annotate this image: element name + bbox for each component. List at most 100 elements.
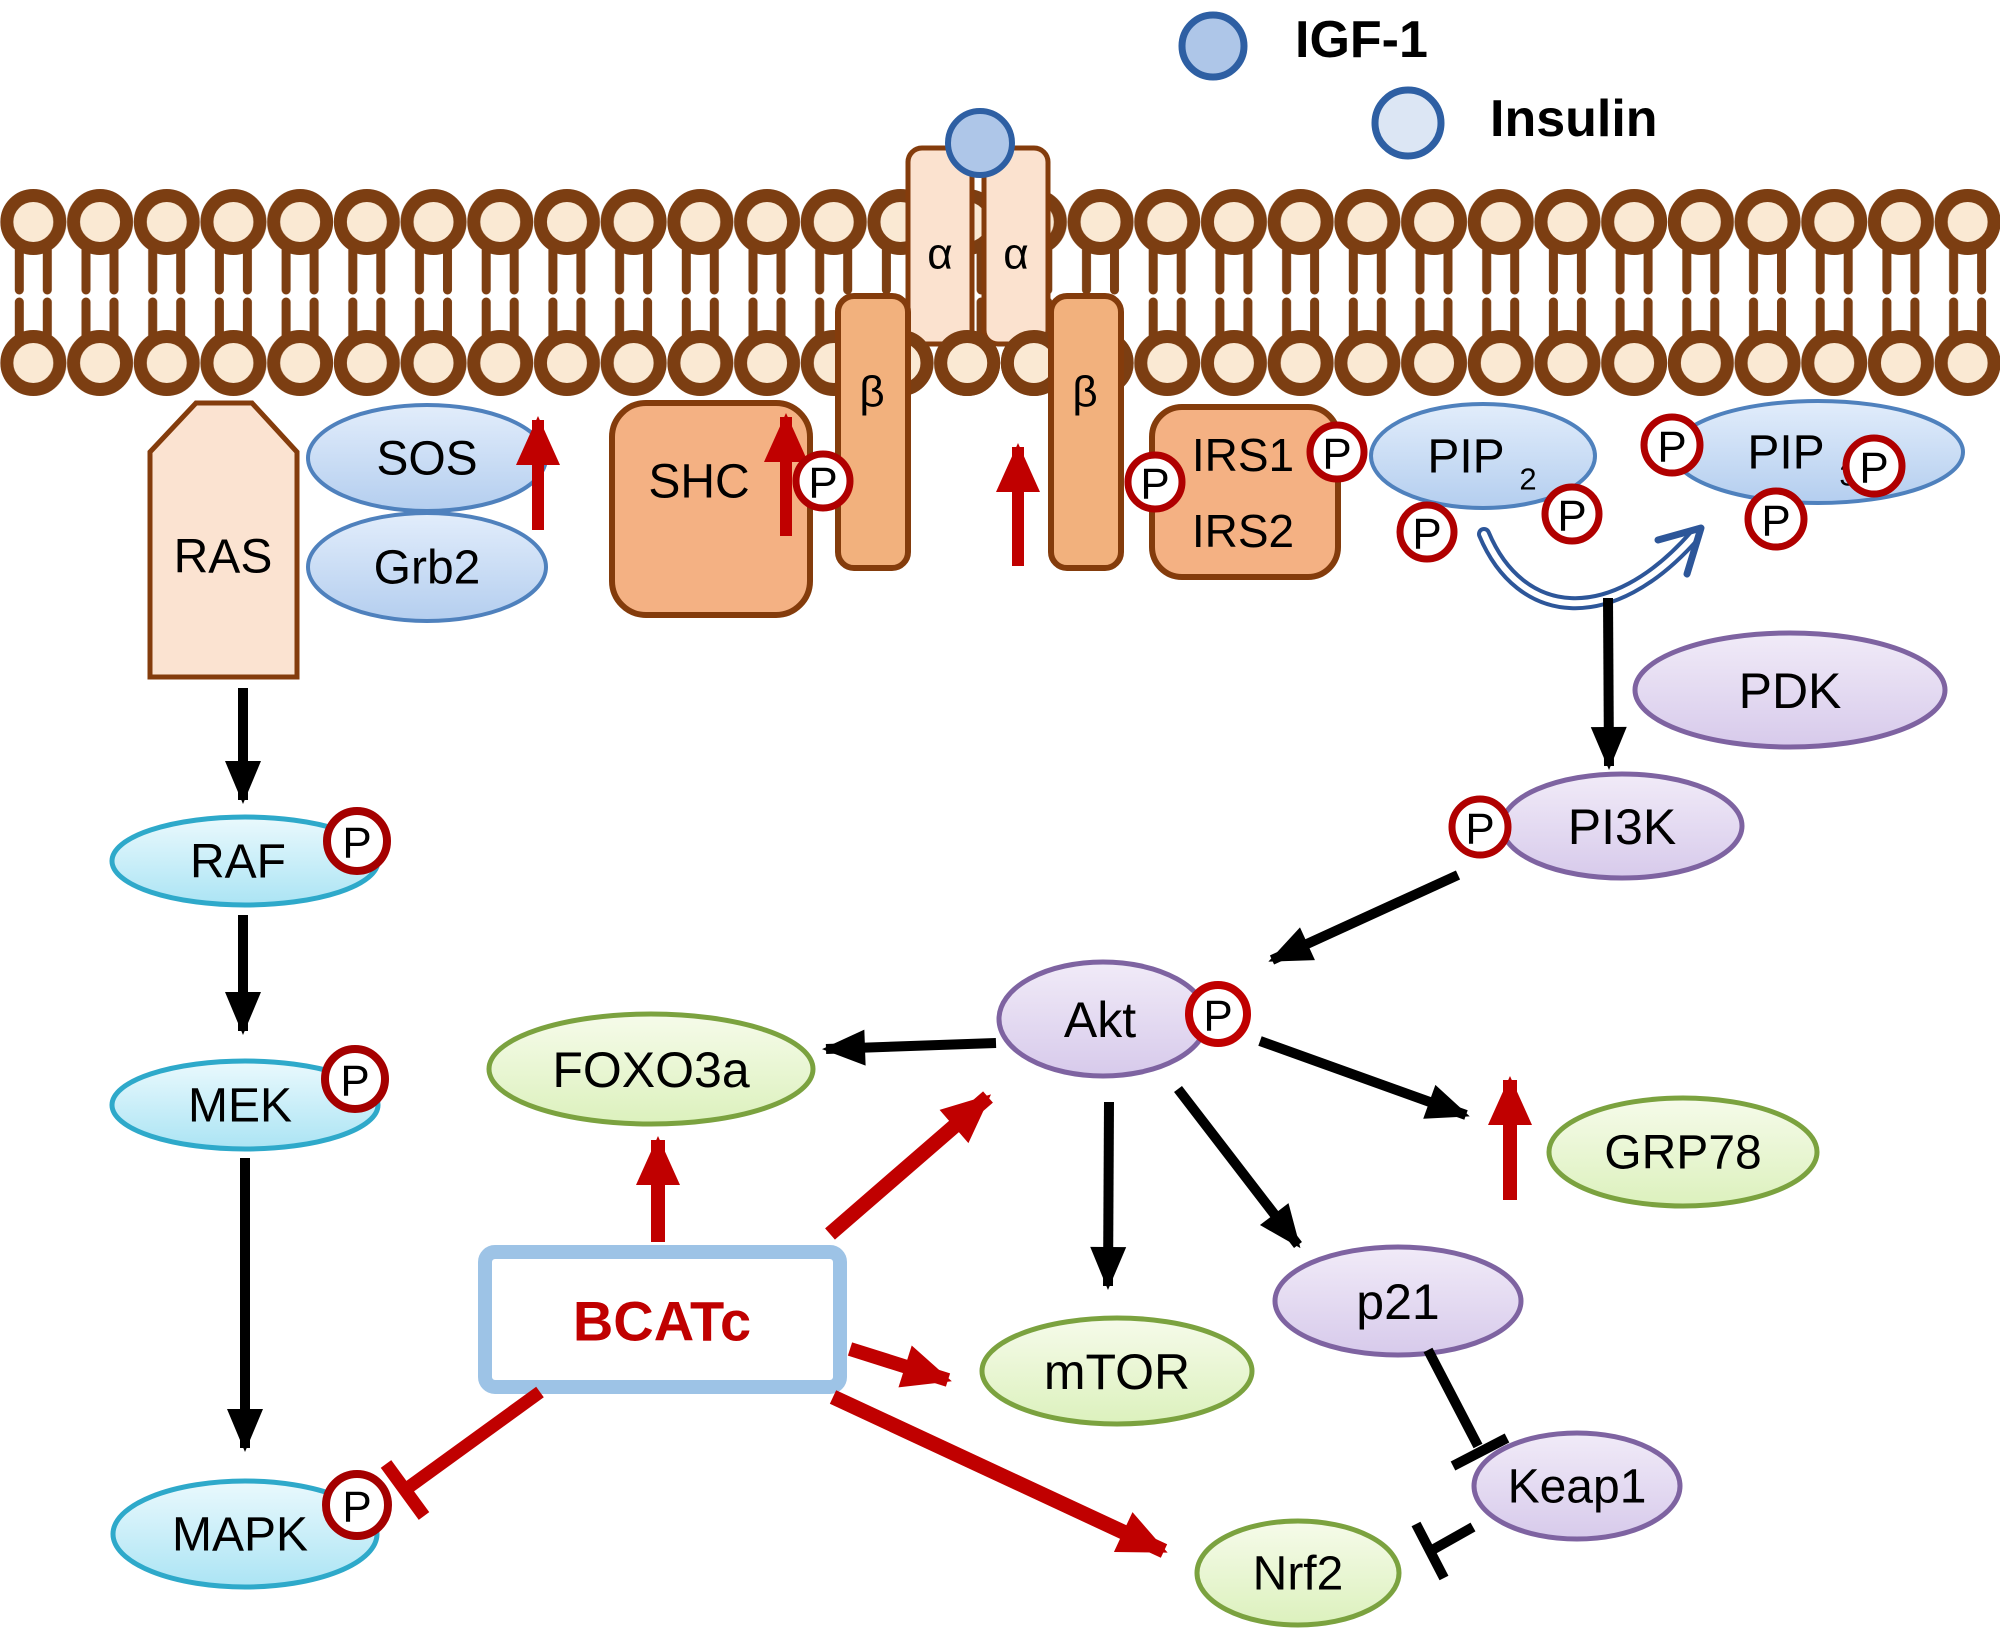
phospho-label: P bbox=[808, 459, 837, 508]
phospho-label: P bbox=[1657, 423, 1686, 472]
phospho-badge-shc: P bbox=[792, 450, 854, 512]
node-pip2: PIP 2 bbox=[1369, 402, 1597, 510]
inhibition-bcatc-mapk bbox=[380, 1386, 544, 1520]
node-pip3: PIP 3 bbox=[1671, 399, 1965, 505]
p21-shape bbox=[1272, 1244, 1524, 1358]
receptor-beta-right bbox=[1048, 293, 1124, 571]
phospho-badge-pi3k: P bbox=[1448, 795, 1512, 859]
node-mtor: mTOR bbox=[979, 1315, 1255, 1427]
sos-label: SOS bbox=[376, 433, 477, 486]
phospho-badge-raf: P bbox=[323, 807, 391, 875]
alpha-left-label: α bbox=[927, 230, 952, 279]
arrow-bcatc-mtor bbox=[847, 1342, 952, 1388]
node-akt: Akt bbox=[996, 959, 1210, 1079]
node-p21: p21 bbox=[1272, 1244, 1524, 1358]
node-raf: RAF bbox=[109, 814, 381, 908]
grb2-label: Grb2 bbox=[374, 542, 481, 595]
node-mek: MEK bbox=[109, 1058, 381, 1152]
node-keap1: Keap1 bbox=[1471, 1430, 1683, 1542]
node-bcatc: BCATc bbox=[478, 1245, 847, 1394]
ras-label: RAS bbox=[174, 531, 273, 584]
arrow-akt-foxo3a bbox=[822, 1029, 997, 1066]
arrow-pip3-pi3k bbox=[1590, 597, 1627, 770]
raf-label: RAF bbox=[190, 836, 286, 889]
phospho-badge-irs-left: P bbox=[1124, 451, 1186, 513]
phospho-label: P bbox=[1557, 492, 1586, 541]
irs2-label: IRS2 bbox=[1192, 505, 1294, 557]
node-foxo3a: FOXO3a bbox=[486, 1011, 816, 1127]
keap1-label: Keap1 bbox=[1508, 1461, 1647, 1514]
alpha-right-label: α bbox=[1003, 230, 1028, 279]
phospho-badge-pip3-left: P bbox=[1640, 413, 1704, 477]
grb2-shape bbox=[306, 511, 548, 623]
node-ras: RAS bbox=[147, 400, 300, 680]
phospho-badge-akt: P bbox=[1185, 981, 1251, 1047]
inhibition-p21-keap1 bbox=[1423, 1347, 1510, 1471]
arrow-bcatc-akt bbox=[825, 1091, 993, 1240]
bound-ligand-icon bbox=[945, 108, 1015, 178]
node-grb2: Grb2 bbox=[306, 511, 548, 623]
node-sos: SOS bbox=[306, 403, 548, 513]
foxo3a-shape bbox=[486, 1011, 816, 1127]
black-arrows bbox=[225, 597, 1627, 1581]
akt-label: Akt bbox=[1064, 992, 1136, 1048]
grp78-label: GRP78 bbox=[1604, 1127, 1761, 1180]
nrf2-label: Nrf2 bbox=[1253, 1548, 1344, 1601]
shc-shape bbox=[609, 400, 813, 618]
phospho-label: P bbox=[1203, 992, 1232, 1041]
phospho-label: P bbox=[342, 819, 371, 868]
arrow-pi3k-akt bbox=[1268, 870, 1461, 965]
ras-shape bbox=[147, 400, 300, 680]
phospho-label: P bbox=[1322, 430, 1351, 479]
phospho-badge-mapk: P bbox=[322, 1470, 392, 1540]
receptor-complex: α α β β bbox=[835, 108, 1134, 571]
curved-arrowhead-icon bbox=[1654, 524, 1705, 578]
beta-right-label: β bbox=[1072, 368, 1097, 417]
inhibition-keap1-nrf2 bbox=[1411, 1521, 1476, 1581]
arrow-akt-grp78 bbox=[1258, 1036, 1470, 1120]
phospho-label: P bbox=[1412, 510, 1441, 559]
grp78-shape bbox=[1546, 1095, 1820, 1209]
pdk-shape bbox=[1632, 630, 1948, 750]
mtor-label: mTOR bbox=[1044, 1344, 1190, 1400]
keap1-shape bbox=[1471, 1430, 1683, 1542]
phospho-label: P bbox=[1140, 460, 1169, 509]
nrf2-shape bbox=[1194, 1518, 1402, 1628]
pip2-subscript: 2 bbox=[1519, 462, 1536, 497]
node-shc: SHC bbox=[609, 400, 813, 618]
beta-left-label: β bbox=[859, 368, 884, 417]
phospho-label: P bbox=[1859, 444, 1888, 493]
receptor-alpha-left bbox=[905, 145, 975, 347]
p21-label: p21 bbox=[1356, 1274, 1439, 1330]
arrow-akt-p21 bbox=[1174, 1085, 1302, 1249]
phospho-label: P bbox=[1761, 497, 1790, 546]
phospho-badges: P P P P P P P P bbox=[321, 413, 1906, 1540]
phospho-badge-pip2-right: P bbox=[1541, 483, 1603, 545]
irs1-label: IRS1 bbox=[1192, 429, 1294, 481]
insulin-label: Insulin bbox=[1490, 90, 1658, 148]
phospho-badge-irs-right: P bbox=[1306, 421, 1368, 483]
phospho-badge-pip3-right: P bbox=[1842, 434, 1906, 498]
mek-label: MEK bbox=[188, 1080, 292, 1133]
pip2-shape bbox=[1369, 402, 1597, 510]
phospho-badge-pip3-bottom: P bbox=[1744, 487, 1808, 551]
shc-label: SHC bbox=[648, 456, 749, 509]
insulin-ligand-icon bbox=[1371, 86, 1445, 160]
node-irs1-irs2: IRS1 IRS2 bbox=[1149, 404, 1341, 580]
bcatc-shape bbox=[478, 1245, 847, 1394]
node-pdk: PDK bbox=[1632, 630, 1948, 750]
igf1-label: IGF-1 bbox=[1295, 11, 1428, 69]
phospho-badge-mek: P bbox=[321, 1045, 389, 1113]
phospho-badge-pip2-bottom: P bbox=[1396, 501, 1458, 563]
pip3-label: PIP bbox=[1747, 427, 1824, 480]
mek-shape bbox=[109, 1058, 381, 1152]
legend: IGF-1 Insulin bbox=[1178, 11, 1658, 160]
pdk-label: PDK bbox=[1739, 663, 1842, 719]
phospho-label: P bbox=[342, 1483, 371, 1532]
igf1-ligand-icon bbox=[1178, 11, 1248, 81]
red-arrows bbox=[380, 413, 1532, 1558]
node-nrf2: Nrf2 bbox=[1194, 1518, 1402, 1628]
phospho-label: P bbox=[340, 1057, 369, 1106]
pi3k-label: PI3K bbox=[1568, 799, 1676, 855]
